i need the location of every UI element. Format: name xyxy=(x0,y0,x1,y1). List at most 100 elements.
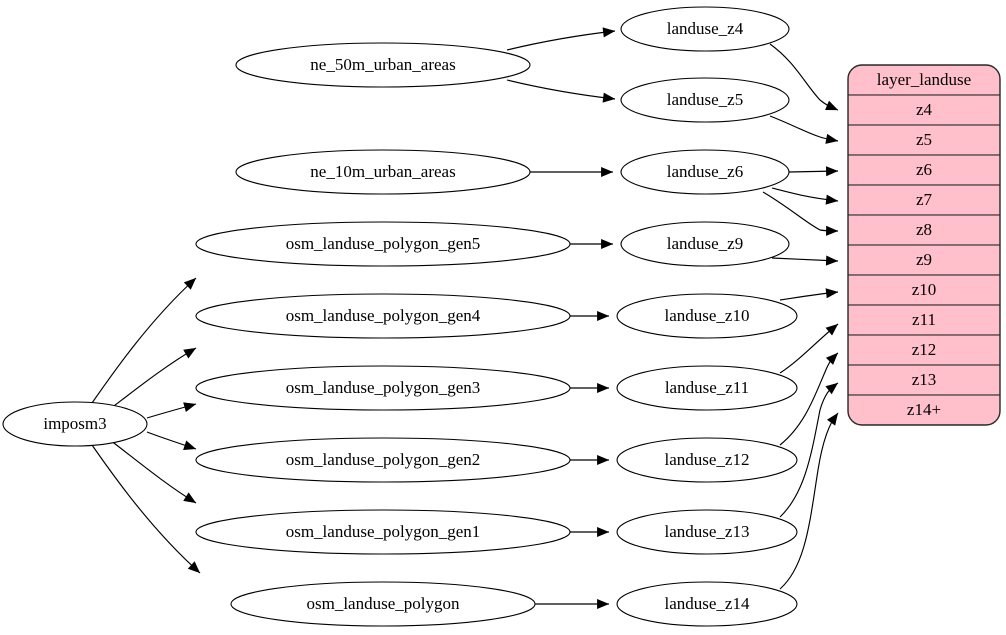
table-row-label-z14+: z14+ xyxy=(907,400,941,419)
edge-line xyxy=(779,412,839,590)
node-imposm3[interactable]: imposm3 xyxy=(2,401,148,447)
edge-osm_landuse_polygon_gen4-to-landuse_z10 xyxy=(570,310,610,322)
table-border xyxy=(847,64,1001,426)
node-shape xyxy=(235,42,531,88)
node-shape xyxy=(230,581,536,627)
node-label-osm_landuse_polygon_gen4: osm_landuse_polygon_gen4 xyxy=(286,306,481,325)
edge-osm_landuse_polygon-to-landuse_z14 xyxy=(535,598,610,610)
table-row-label-z10: z10 xyxy=(912,280,937,299)
table-row-label-z9: z9 xyxy=(916,250,932,269)
arrow-head-icon xyxy=(825,288,839,299)
arrow-head-icon xyxy=(183,492,197,504)
node-osm_landuse_polygon_gen5[interactable]: osm_landuse_polygon_gen5 xyxy=(195,221,571,267)
node-osm_landuse_polygon_gen3[interactable]: osm_landuse_polygon_gen3 xyxy=(195,365,571,411)
node-landuse_z11[interactable]: landuse_z11 xyxy=(616,365,798,411)
edge-line xyxy=(779,382,839,518)
node-shape xyxy=(620,149,790,195)
node-label-osm_landuse_polygon_gen3: osm_landuse_polygon_gen3 xyxy=(286,378,481,397)
node-osm_landuse_polygon_gen2[interactable]: osm_landuse_polygon_gen2 xyxy=(195,437,571,483)
table-header-cell xyxy=(848,65,1000,96)
table-row-z14+[interactable] xyxy=(848,394,1000,425)
layer-landuse-table[interactable]: layer_landusez4z5z6z7z8z9z10z11z12z13z14… xyxy=(847,64,1001,426)
node-landuse_z13[interactable]: landuse_z13 xyxy=(616,509,798,555)
table-row-z9[interactable] xyxy=(848,244,1000,276)
arrow-head-icon xyxy=(825,255,839,266)
table-row-z6[interactable] xyxy=(848,154,1000,186)
table-row-z4[interactable] xyxy=(848,94,1000,126)
arrow-head-icon xyxy=(826,225,839,236)
node-landuse_z6[interactable]: landuse_z6 xyxy=(620,149,790,195)
edge-imposm3-to-osm_landuse_polygon_gen2 xyxy=(146,431,197,451)
node-label-landuse_z14: landuse_z14 xyxy=(665,594,750,613)
node-shape xyxy=(195,221,571,267)
node-label-landuse_z10: landuse_z10 xyxy=(665,306,750,325)
edge-landuse_z4-to-z4 xyxy=(769,43,839,111)
node-shape xyxy=(620,77,790,123)
node-landuse_z5[interactable]: landuse_z5 xyxy=(620,77,790,123)
edge-landuse_z9-to-z9 xyxy=(771,255,839,266)
node-shape xyxy=(616,437,798,483)
node-shape xyxy=(2,401,148,447)
node-osm_landuse_polygon[interactable]: osm_landuse_polygon xyxy=(230,581,536,627)
table-rows: layer_landusez4z5z6z7z8z9z10z11z12z13z14… xyxy=(848,65,1000,425)
nodes-layer: imposm3 ne_50m_urban_areas ne_10m_urban_ar… xyxy=(2,6,798,627)
arrow-head-icon xyxy=(597,382,610,394)
node-landuse_z10[interactable]: landuse_z10 xyxy=(616,293,798,339)
node-shape xyxy=(616,365,798,411)
node-landuse_z14[interactable]: landuse_z14 xyxy=(616,581,798,627)
arrow-head-icon xyxy=(825,323,839,336)
node-landuse_z9[interactable]: landuse_z9 xyxy=(620,221,790,267)
node-ne_50m_urban_areas[interactable]: ne_50m_urban_areas xyxy=(235,42,531,88)
node-osm_landuse_polygon_gen1[interactable]: osm_landuse_polygon_gen1 xyxy=(195,509,571,555)
edge-landuse_z5-to-z5 xyxy=(769,115,839,144)
table-row-label-z7: z7 xyxy=(916,190,933,209)
arrow-head-icon xyxy=(183,402,197,413)
edges-layer xyxy=(91,27,839,610)
arrow-head-icon xyxy=(825,166,839,177)
node-label-landuse_z12: landuse_z12 xyxy=(665,450,750,469)
edge-line xyxy=(109,439,197,504)
edge-imposm3-to-osm_landuse_polygon_gen1 xyxy=(109,439,197,504)
edge-line xyxy=(91,444,201,574)
table-row-label-z11: z11 xyxy=(912,310,936,329)
node-landuse_z4[interactable]: landuse_z4 xyxy=(620,6,790,52)
node-label-ne_50m_urban_areas: ne_50m_urban_areas xyxy=(310,55,455,74)
edge-landuse_z6-to-z7 xyxy=(771,187,839,205)
edge-ne_50m_urban_areas-to-landuse_z4 xyxy=(506,27,616,51)
edge-landuse_z13-to-z13 xyxy=(779,382,839,518)
arrow-head-icon xyxy=(826,412,839,426)
node-ne_10m_urban_areas[interactable]: ne_10m_urban_areas xyxy=(235,149,531,195)
arrow-head-icon xyxy=(187,561,201,574)
table-header-label: layer_landuse xyxy=(877,70,971,89)
edge-ne_50m_urban_areas-to-landuse_z5 xyxy=(506,79,616,103)
arrow-head-icon xyxy=(601,238,614,250)
edge-landuse_z6-to-z8 xyxy=(762,191,839,236)
edge-osm_landuse_polygon_gen5-to-landuse_z9 xyxy=(570,238,614,250)
table-row-label-z5: z5 xyxy=(916,130,932,149)
edge-imposm3-to-osm_landuse_polygon xyxy=(91,444,201,574)
arrow-head-icon xyxy=(183,440,197,451)
node-shape xyxy=(195,365,571,411)
node-label-landuse_z5: landuse_z5 xyxy=(667,90,743,109)
arrow-head-icon xyxy=(183,277,197,290)
node-label-landuse_z13: landuse_z13 xyxy=(665,522,750,541)
node-shape xyxy=(195,437,571,483)
edge-line xyxy=(506,30,616,51)
node-label-landuse_z11: landuse_z11 xyxy=(665,378,749,397)
arrow-head-icon xyxy=(183,347,197,359)
arrow-head-icon xyxy=(602,27,616,38)
node-landuse_z12[interactable]: landuse_z12 xyxy=(616,437,798,483)
table-row-label-z4: z4 xyxy=(916,100,933,119)
edge-osm_landuse_polygon_gen2-to-landuse_z12 xyxy=(570,454,610,466)
table-row-z13[interactable] xyxy=(848,364,1000,396)
node-label-landuse_z6: landuse_z6 xyxy=(667,162,743,181)
node-shape xyxy=(620,221,790,267)
table-row-z8[interactable] xyxy=(848,214,1000,246)
edge-line xyxy=(91,277,197,404)
node-shape xyxy=(195,293,571,339)
node-osm_landuse_polygon_gen4[interactable]: osm_landuse_polygon_gen4 xyxy=(195,293,571,339)
table-row-z10[interactable] xyxy=(848,274,1000,306)
table-row-label-z6: z6 xyxy=(916,160,932,179)
node-shape xyxy=(235,149,531,195)
